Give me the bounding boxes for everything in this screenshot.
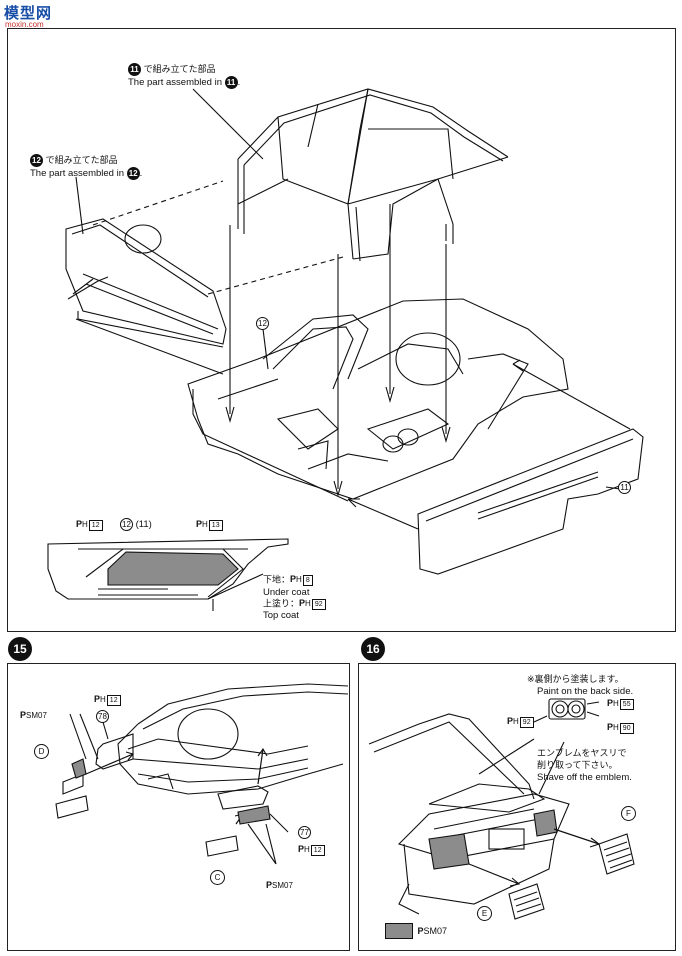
part-number-badge: 11	[128, 63, 141, 76]
callout-assembled-in-11: 11 で組み立てた部品 The part assembled in 11.	[128, 63, 241, 90]
part-letter-f: F	[621, 806, 636, 821]
callout-jp-text: で組み立てた部品	[45, 156, 118, 167]
rollcage-drawing	[237, 88, 509, 262]
part-number-badge: 12	[120, 518, 133, 531]
back-side-note: ※裏側から塗装します。 Paint on the back side.	[527, 675, 634, 697]
part-letter-c: C	[210, 870, 225, 885]
car-front-drawing	[55, 683, 349, 865]
chassis-tub-drawing	[187, 298, 569, 502]
part-number-badge: 12	[126, 167, 140, 181]
part-alt-label: (11)	[135, 519, 152, 531]
inset-door-panel-drawing	[47, 538, 289, 611]
headlight-housing-left	[95, 733, 134, 770]
assembly-guide-lines	[92, 180, 344, 295]
part-label-12: 12	[256, 317, 269, 330]
callout-jp-text: で組み立てた部品	[143, 65, 216, 76]
color-legend: PSM07	[385, 922, 447, 940]
paint-sm07-top: PSM07	[20, 710, 47, 720]
part-label-78: 78	[96, 710, 109, 723]
part-label-77: 77	[298, 826, 311, 839]
callout-assembled-in-12: 12 で組み立てた部品 The part assembled in 12.	[30, 154, 143, 181]
inset-part-label: 12 (11)	[120, 518, 152, 531]
leader-part-11	[605, 486, 621, 490]
top-instruction-panel: 11 で組み立てた部品 The part assembled in 11. 12…	[7, 28, 676, 632]
leader-callout-12	[75, 176, 84, 235]
callout-en-text: The part assembled in	[128, 77, 222, 89]
part-number-badge: 11	[224, 76, 238, 90]
vertical-guide-arrows	[225, 204, 451, 498]
part-number-badge: 12	[30, 154, 43, 167]
dashboard-guide-line	[75, 318, 224, 375]
leader-callout-11	[192, 88, 264, 160]
legend-swatch	[385, 922, 413, 939]
part-label-11: 11	[618, 481, 631, 494]
step-number-16: 16	[361, 637, 385, 661]
step-number-15: 15	[8, 637, 32, 661]
watermark-site: moxin.com	[5, 20, 44, 29]
rollcage-chassis-drawing	[47, 88, 644, 611]
part-letter-d: D	[34, 744, 49, 759]
side-panel-guide-line	[512, 363, 631, 430]
dashboard-part-drawing	[65, 218, 227, 348]
side-panel-drawing	[417, 428, 644, 575]
side-panel-lower-guide	[347, 498, 419, 530]
watermark-logo-text: 模型网	[4, 5, 53, 22]
inset-shaded-area	[107, 551, 239, 586]
car-rear-drawing	[368, 698, 635, 920]
legend-paint-label: PSM07	[417, 925, 447, 936]
leader-undercoat	[207, 573, 264, 600]
callout-en-text: The part assembled in	[30, 168, 124, 180]
leader-part-12	[262, 328, 269, 370]
paint-sm07-bottom: PSM07	[266, 880, 293, 890]
part-letter-e: E	[477, 906, 492, 921]
shave-emblem-note: エンブレムをヤスリで 削り取って下さい。 Shave off the emble…	[537, 749, 632, 783]
headlight-housing-bottom	[217, 785, 269, 810]
